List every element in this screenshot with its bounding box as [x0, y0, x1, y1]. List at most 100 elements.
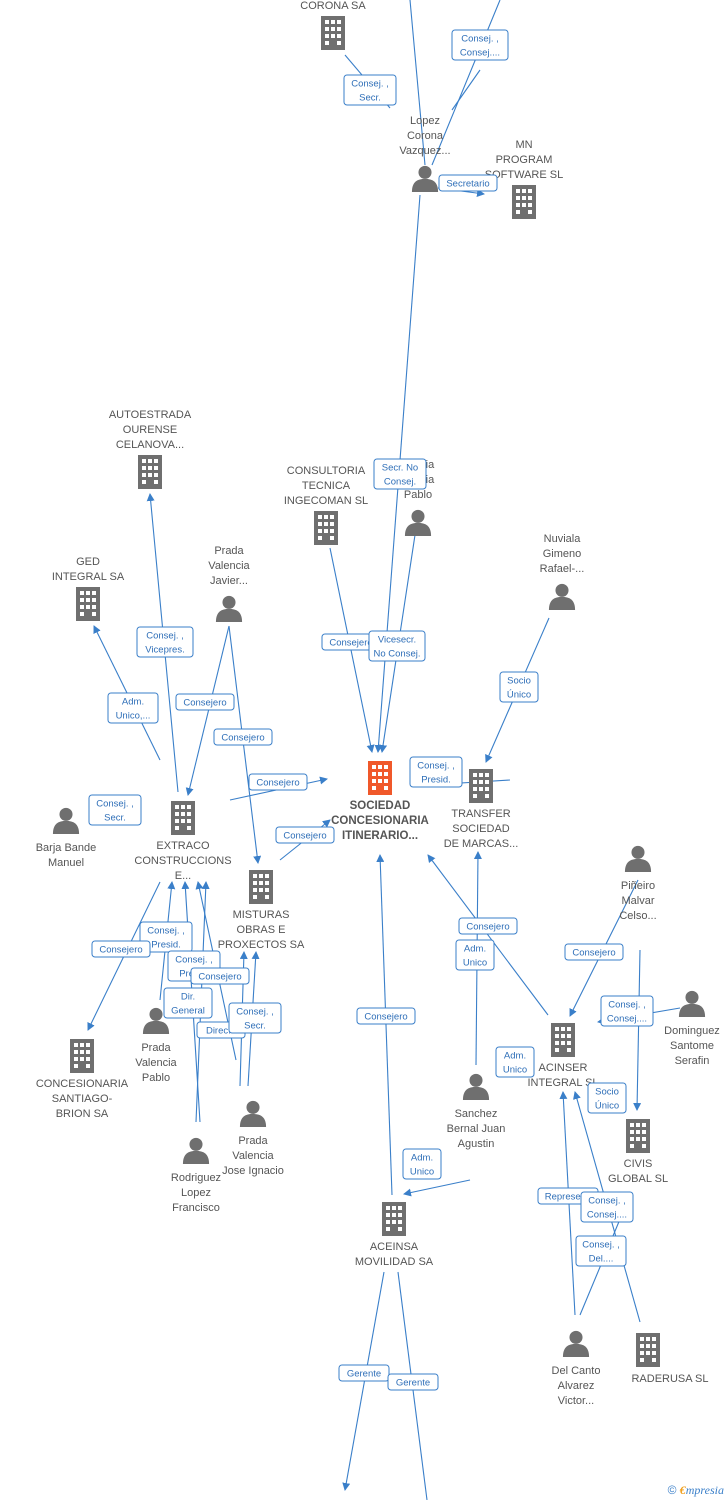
role-tag-box	[228, 1002, 282, 1034]
node-raderusa[interactable]: RADERUSA SL	[631, 1333, 709, 1385]
node-pineiro[interactable]: PiñeiroMalvarCelso...	[619, 845, 657, 922]
role-tag-label: Consej. ,	[588, 1196, 626, 1207]
role-tag[interactable]: Vicesecr.No Consej.	[368, 630, 426, 662]
role-tag-box	[455, 939, 495, 971]
role-tag[interactable]: Consejero	[248, 773, 308, 791]
company-building-icon	[314, 511, 338, 545]
relation-edge	[409, 0, 426, 166]
company-building-icon	[382, 1202, 406, 1236]
role-tag[interactable]: Consej. ,Consej....	[451, 29, 509, 61]
node-nuviala[interactable]: NuvialaGimenoRafael-...	[540, 533, 585, 610]
role-tag-label: Gerente	[347, 1369, 381, 1380]
node-label: MN	[515, 139, 532, 151]
role-tag[interactable]: Consej. ,Presid.	[409, 756, 463, 788]
role-tag-box	[402, 1148, 442, 1180]
role-tag-label: Socio	[507, 676, 531, 687]
role-tag[interactable]: Gerente	[338, 1364, 390, 1382]
role-tag[interactable]: Consej. ,Secr.	[88, 794, 142, 826]
copyright-symbol: ©	[667, 1483, 677, 1497]
node-label: INGECOMAN SL	[284, 495, 368, 507]
role-tag-label: Secretario	[446, 179, 489, 190]
node-label: ITINERARIO...	[342, 830, 418, 842]
role-tag-label: Unico	[463, 958, 487, 969]
role-tag[interactable]: Consej. ,Consej....	[600, 995, 654, 1027]
role-tag[interactable]: Adm.Unico,...	[107, 692, 159, 724]
role-tag[interactable]: Consejero	[91, 940, 151, 958]
node-sociedad[interactable]: SOCIEDADCONCESIONARIAITINERARIO...	[331, 761, 429, 842]
role-tag-label: Secr.	[244, 1021, 266, 1032]
role-tag[interactable]: Gerente	[387, 1373, 439, 1391]
role-tag[interactable]: Dir.General	[163, 987, 213, 1019]
role-tag[interactable]: Consejero	[564, 943, 624, 961]
node-autoestrada[interactable]: AUTOESTRADAOURENSECELANOVA...	[109, 409, 192, 489]
person-icon	[239, 1100, 267, 1127]
copyright-notice: © €mpresia	[668, 1483, 724, 1498]
node-extraco[interactable]: EXTRACOCONSTRUCCIONSE...	[134, 801, 232, 882]
relation-edge	[403, 1179, 471, 1197]
node-label: TECNICA	[302, 480, 351, 492]
company-building-icon	[469, 769, 493, 803]
role-tag[interactable]: Consejero	[190, 967, 250, 985]
role-tag[interactable]: Adm.Unico	[495, 1046, 535, 1078]
role-tag-box	[580, 1191, 634, 1223]
role-tag[interactable]: Adm.Unico	[402, 1148, 442, 1180]
role-tag-label: Consej. ,	[175, 955, 213, 966]
role-tag[interactable]: Consej. ,Vicepres.	[136, 626, 194, 658]
node-label: CONSULTORIA	[287, 465, 366, 477]
role-tag[interactable]: Consej. ,Del....	[575, 1235, 627, 1267]
role-tag[interactable]: Consejero	[458, 917, 518, 935]
role-tag[interactable]: Consejero	[175, 693, 235, 711]
role-tag-label: Del....	[589, 1254, 614, 1265]
role-tag-label: Consejero	[198, 972, 241, 983]
role-tag-box	[438, 174, 498, 192]
node-label: MISTURAS	[233, 909, 290, 921]
role-tag-box	[190, 967, 250, 985]
node-label: DE MARCAS...	[444, 838, 519, 850]
role-tag[interactable]: Consejero	[275, 826, 335, 844]
node-lopez[interactable]: LopezCoronaVazquez...	[399, 115, 451, 192]
node-label: RADERUSA SL	[631, 1373, 708, 1385]
node-label: Prada	[238, 1135, 268, 1147]
role-tag[interactable]: Consej. ,Consej....	[580, 1191, 634, 1223]
node-label: Nuviala	[544, 533, 582, 545]
role-tag[interactable]: Consej. ,Secr.	[343, 74, 397, 106]
node-prada_javier[interactable]: PradaValenciaJavier...	[208, 545, 251, 622]
node-label: Valencia	[208, 560, 250, 572]
role-tag[interactable]: Consej. ,Presid.	[139, 921, 193, 953]
role-tag[interactable]: Consejero	[213, 728, 273, 746]
node-delcanto[interactable]: Del CantoAlvarezVictor...	[552, 1330, 601, 1407]
node-label: GLOBAL SL	[608, 1173, 668, 1185]
role-tag[interactable]: Consejero	[356, 1007, 416, 1025]
role-tag-label: Unico	[410, 1167, 434, 1178]
role-tag-label: Adm.	[122, 697, 144, 708]
role-tag[interactable]: Secretario	[438, 174, 498, 192]
edges-layer	[87, 0, 681, 1500]
relation-edge	[376, 854, 393, 1196]
person-icon	[215, 595, 243, 622]
role-tag-label: Consej....	[460, 48, 500, 59]
company-building-icon	[138, 455, 162, 489]
node-consultoria[interactable]: CONSULTORIA TECNICA INGECOMAN SL	[284, 465, 368, 545]
role-tag[interactable]: Adm.Unico	[455, 939, 495, 971]
node-label: CONSTRUCCIONS	[134, 855, 231, 867]
role-tag[interactable]: Consej. ,Secr.	[228, 1002, 282, 1034]
node-corona[interactable]: CORONA SA	[300, 0, 366, 50]
role-tag-box	[356, 1007, 416, 1025]
